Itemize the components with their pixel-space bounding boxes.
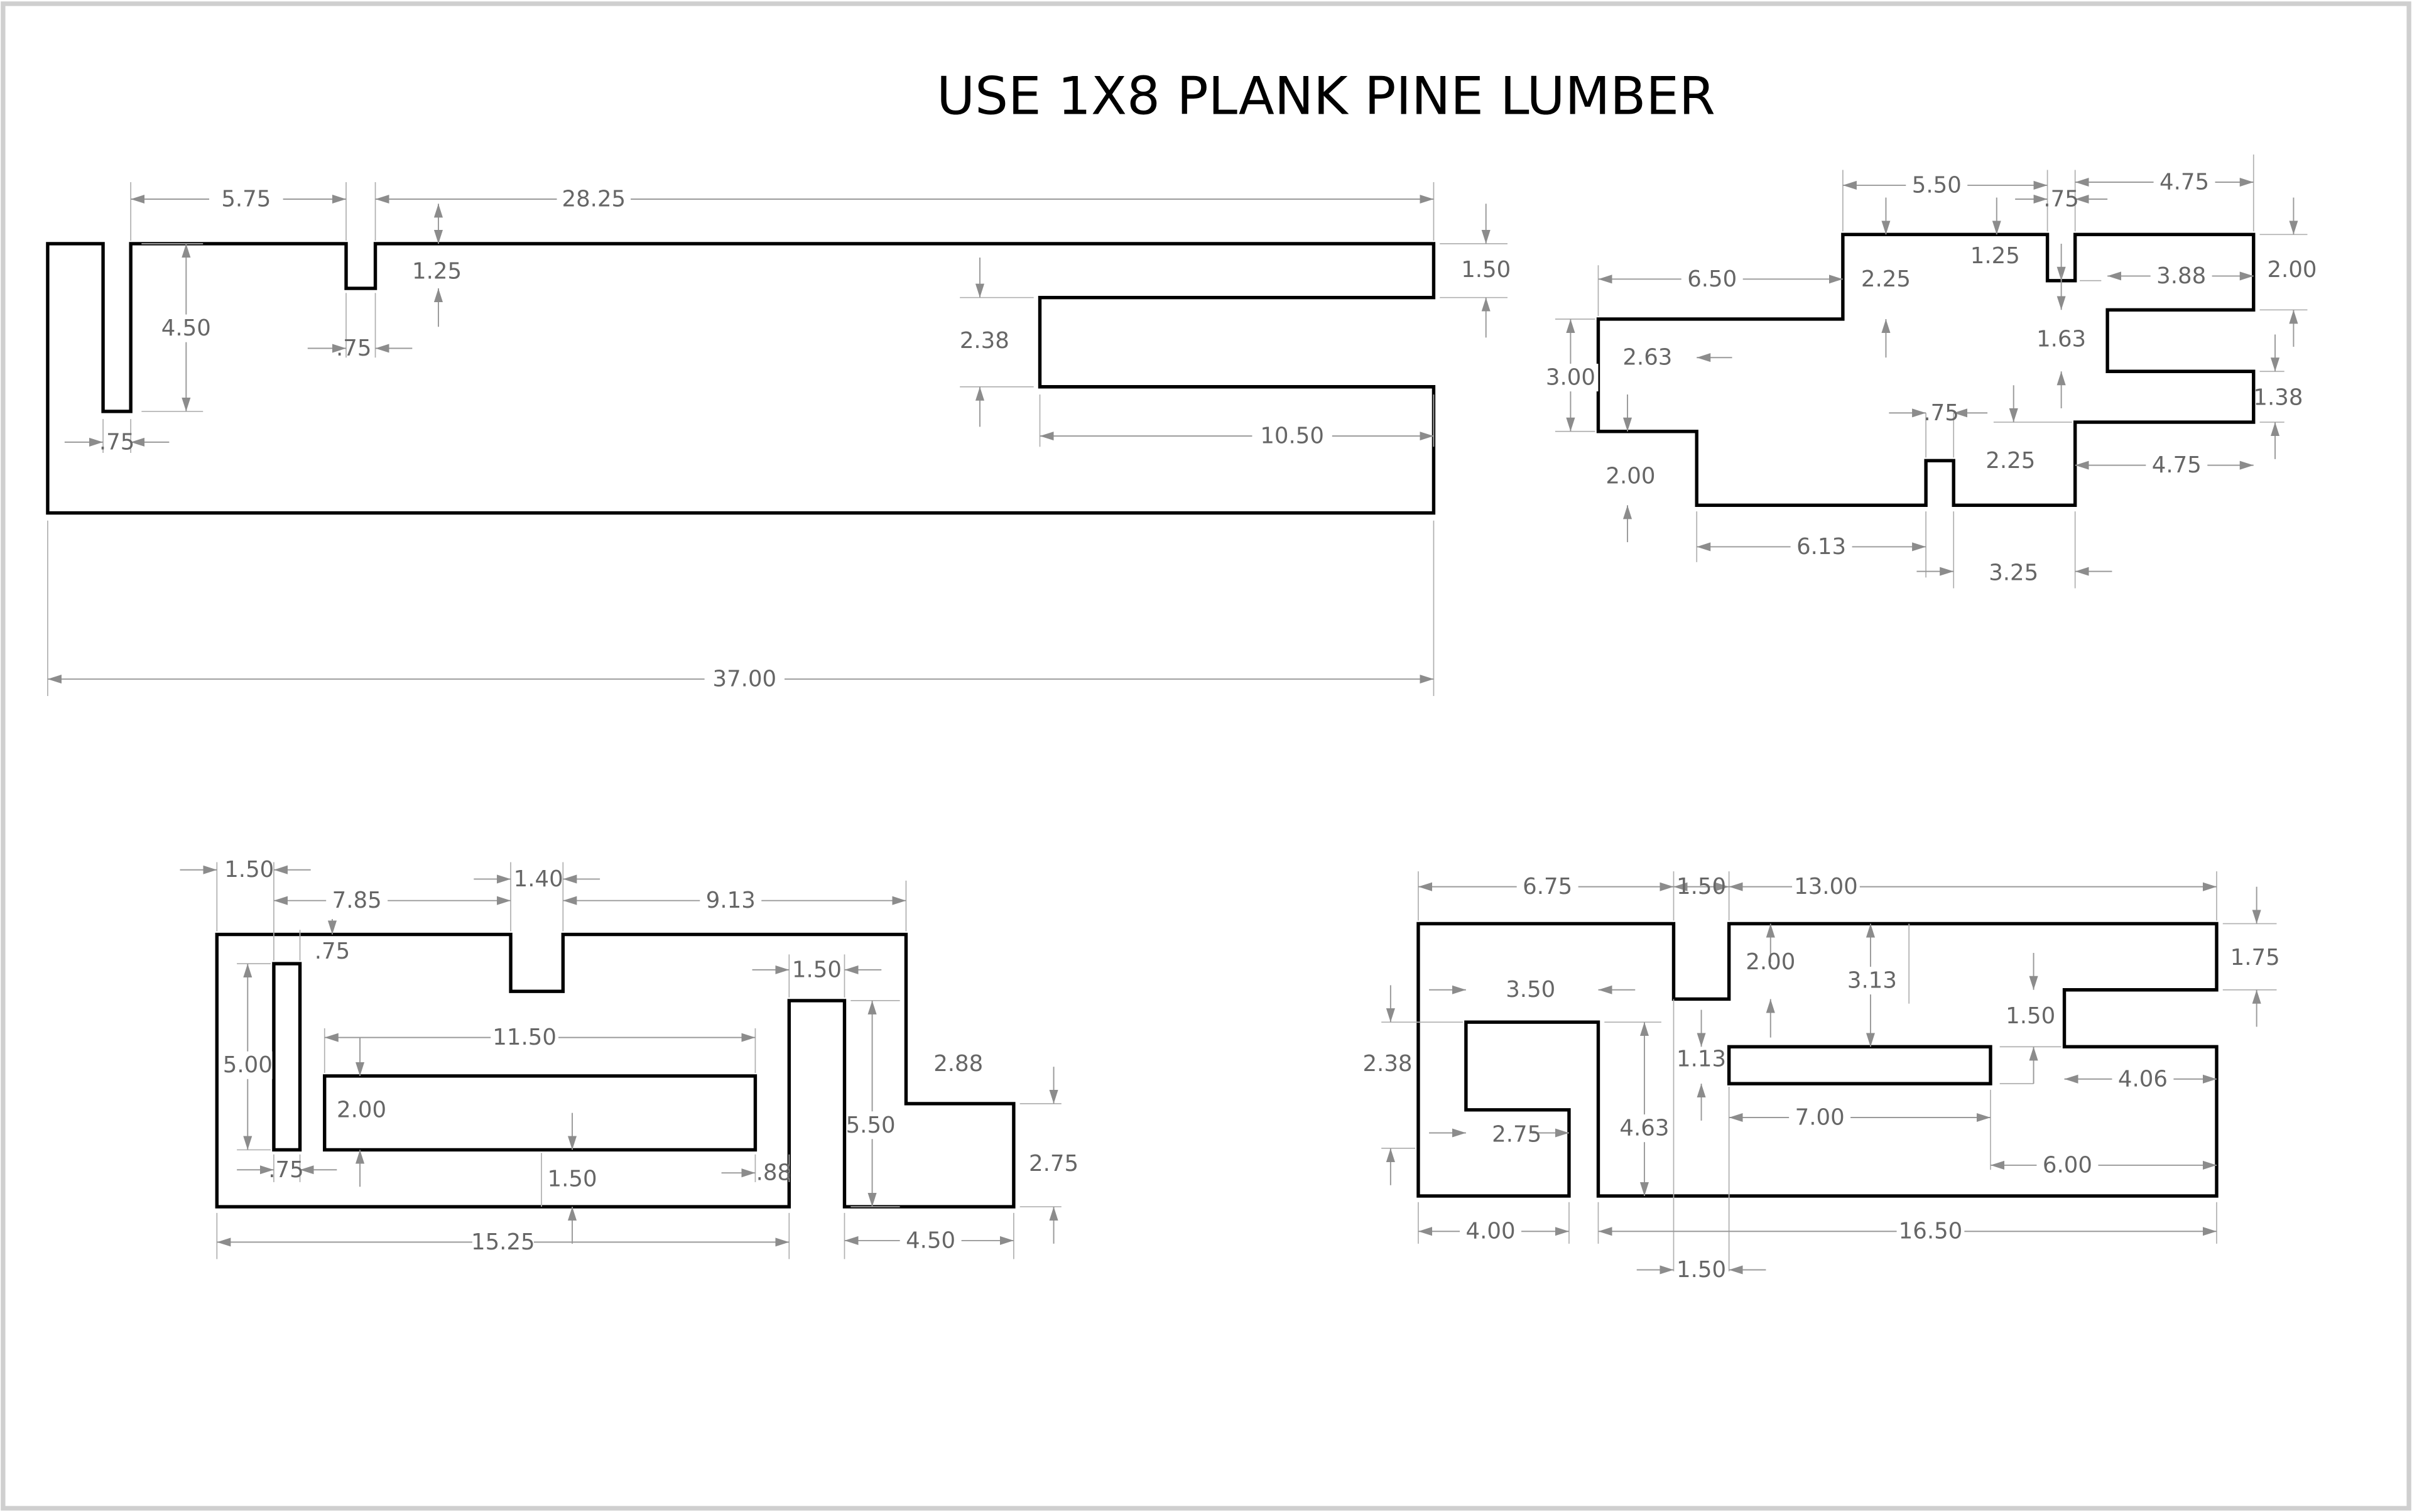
part-3-dim-notch-offset: 7.85	[332, 888, 382, 913]
part-2-dim-right-width-top: 3.88	[2156, 263, 2206, 289]
part-3-dim-right-height: 2.75	[1029, 1151, 1078, 1177]
part-2-dim-right-top-run: 4.75	[2159, 170, 2209, 195]
part-4-dim-overall-length: 16.50	[1899, 1219, 1963, 1244]
part-1: 5.75 28.25 4.50 1.25 .75 .75 1.50 2.38 1…	[46, 182, 1511, 696]
part-1-dim-notch-width: .75	[336, 335, 371, 361]
part-4-dim-notch-depth: 2.00	[1746, 949, 1795, 975]
part-2-dim-left-top-run: 6.50	[1687, 266, 1737, 292]
part-3-dim-slot-offset-top: .75	[315, 938, 350, 964]
part-4-dim-hook-depth: 2.75	[1492, 1121, 1541, 1147]
part-3-vertical-slot	[272, 962, 302, 1152]
part-3-extension-lines	[216, 862, 1062, 1259]
part-2-dim-upper-run: 5.50	[1912, 172, 1962, 198]
part-2-dim-bottom-center-rise: 2.25	[1986, 448, 2035, 474]
part-1-dim-end-step: 1.50	[1461, 257, 1511, 283]
part-3-dim-post-height: 5.50	[846, 1112, 896, 1138]
part-3-horizontal-slot	[323, 1074, 758, 1152]
part-2-outline	[1596, 232, 2256, 508]
part-4-dim-hook-inner-height: 4.63	[1619, 1116, 1669, 1141]
part-4-dim-right-run: 13.00	[1794, 874, 1858, 900]
part-3-dim-bottom-gap: 1.50	[547, 1166, 597, 1192]
part-1-dim-cutout-height: 2.38	[960, 328, 1009, 354]
sheet-title: USE 1X8 PLANK PINE LUMBER	[937, 65, 1715, 126]
part-1-dim-slot-offset: 5.75	[221, 186, 271, 212]
part-4-dim-gap-width: 1.50	[1676, 1257, 1726, 1283]
part-1-dim-notch-depth: 1.25	[412, 259, 462, 285]
part-3-dim-post-width: 1.50	[792, 957, 842, 982]
part-4-dim-slot-length: 7.00	[1795, 1105, 1845, 1131]
part-3-dim-inner-slot-height: 2.00	[337, 1097, 386, 1123]
part-2-dim-bottom-left-height: 2.00	[1605, 463, 1655, 489]
part-4-dim-slot-height: 1.13	[1676, 1046, 1726, 1072]
part-2-dim-right-bottom-run: 4.75	[2152, 452, 2202, 478]
part-3-dim-right-run: 9.13	[706, 888, 756, 913]
part-4: 6.75 1.50 13.00 2.00 3.13 1.75 3.50 1.50…	[1362, 871, 2280, 1283]
part-2-dim-center-rise: 2.25	[1861, 266, 1911, 292]
part-2-dim-right-top-height: 2.00	[2267, 257, 2317, 283]
part-2-dim-right-mid-height: 1.63	[2036, 326, 2086, 352]
part-1-dim-slot-width: .75	[99, 429, 134, 455]
part-3-dim-notch-width: 1.40	[514, 866, 563, 892]
part-2-dim-notch-width-top: .75	[2043, 186, 2078, 212]
part-3-dim-slot-width: .75	[268, 1157, 303, 1183]
part-3-dim-gap-width: .88	[756, 1160, 791, 1186]
part-3-dim-slot-length: 11.50	[492, 1025, 557, 1050]
part-4-dim-hook-width: 4.00	[1466, 1219, 1516, 1244]
part-3-dim-left-offset: 1.50	[224, 857, 274, 883]
part-3-dim-step-height: 2.88	[933, 1051, 983, 1077]
part-2-dim-notch-depth-top: 1.25	[1970, 243, 2020, 269]
part-3-dim-slot-height: 5.00	[223, 1052, 273, 1078]
part-1-dim-top-run: 28.25	[562, 186, 626, 212]
part-4-dim-slot-rise: 3.13	[1847, 968, 1897, 994]
part-2-dim-bottom-right-run: 3.25	[1989, 560, 2038, 586]
part-4-outline	[1416, 922, 2219, 1198]
part-3-outline	[215, 932, 1016, 1209]
part-1-extension-lines	[47, 182, 1508, 696]
part-4-dim-step-height: 1.50	[2006, 1003, 2055, 1029]
part-2-dim-notch-width-bottom: .75	[1923, 400, 1958, 426]
part-4-dim-hook-run: 3.50	[1506, 977, 1555, 1003]
part-2: 5.50 .75 4.75 6.50 2.25 1.25 3.88 2.00 2…	[1546, 154, 2317, 589]
part-3-dim-overall-length: 15.25	[471, 1229, 535, 1255]
part-2-dim-inner-height-left: 2.63	[1622, 345, 1672, 371]
part-4-dim-left-run: 6.75	[1523, 874, 1572, 900]
part-4-dim-right-step-run: 4.06	[2118, 1066, 2168, 1092]
part-2-dim-left-height: 3.00	[1546, 365, 1595, 391]
part-1-dim-slot-depth: 4.50	[161, 315, 211, 341]
part-1-dim-cutout-length: 10.50	[1260, 423, 1324, 449]
part-4-dim-notch-width: 1.50	[1676, 874, 1726, 900]
part-3-dim-right-length: 4.50	[906, 1227, 955, 1253]
part-4-dim-right-top-height: 1.75	[2230, 945, 2280, 971]
part-3: 1.50 7.85 1.40 9.13 .75 1.50 11.50 5.00 …	[180, 857, 1078, 1259]
part-4-dim-left-height: 2.38	[1362, 1051, 1412, 1077]
part-1-dim-overall-length: 37.00	[712, 666, 776, 692]
part-2-dim-right-low-height: 1.38	[2253, 384, 2303, 410]
part-4-slot	[1727, 1045, 1992, 1085]
part-2-dim-bottom-run: 6.13	[1796, 534, 1846, 560]
part-4-dim-right-bottom-run: 6.00	[2043, 1152, 2092, 1178]
